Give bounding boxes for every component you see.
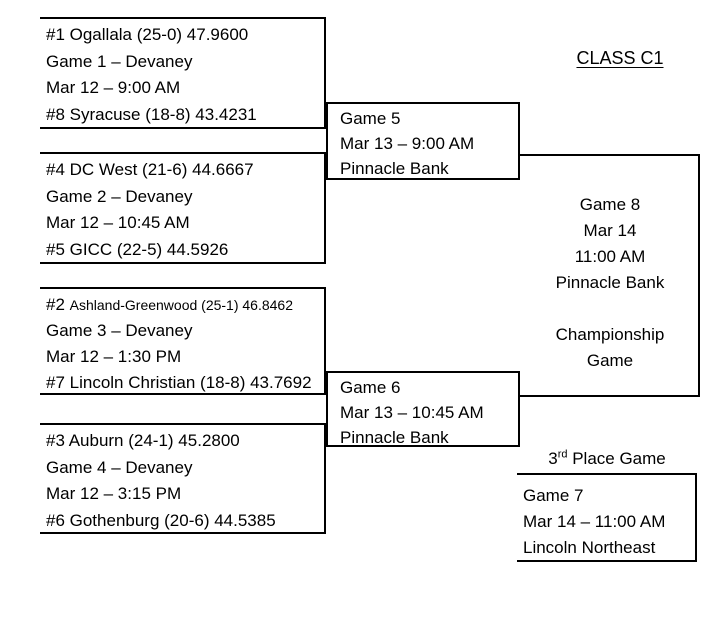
game2-team-top: #4 DC West (21-6) 44.6667: [46, 160, 254, 179]
game1-team-top: #1 Ogallala (25-0) 47.9600: [46, 25, 249, 44]
game6-venue: Pinnacle Bank: [340, 428, 449, 447]
game1-label: Game 1 – Devaney: [46, 51, 193, 71]
game3-team-top-name: Ashland-Greenwood (25-1) 46.8462: [69, 297, 294, 313]
game1-schedule: Mar 12 – 9:00 AM: [46, 78, 181, 97]
game4-label: Game 4 – Devaney: [46, 457, 193, 477]
game8-venue: Pinnacle Bank: [555, 273, 665, 292]
class-heading: CLASS C1: [576, 48, 664, 68]
game3-team-top: #2 Ashland-Greenwood (25-1) 46.8462: [46, 292, 324, 318]
third-place-game7-box: Game 7 Mar 14 – 11:00 AM Lincoln Northea…: [517, 473, 697, 562]
game4-schedule: Mar 12 – 3:15 PM: [46, 484, 182, 503]
matchup-game4-box: #3 Auburn (24-1) 45.2800 Game 4 – Devane…: [40, 423, 326, 534]
game7-title: Game 7: [523, 486, 584, 505]
championship-block: Game 8 Mar 14 11:00 AM Pinnacle Bank Cha…: [520, 192, 700, 374]
game5-title: Game 5: [340, 109, 401, 128]
matchup-game2-box: #4 DC West (21-6) 44.6667 Game 2 – Devan…: [40, 152, 326, 264]
game8-title: Game 8: [579, 195, 641, 214]
spacer: [520, 296, 700, 322]
game3-label: Game 3 – Devaney: [46, 321, 193, 340]
game8-date: Mar 14: [583, 221, 637, 240]
game5-schedule: Mar 13 – 9:00 AM: [340, 134, 475, 153]
game4-team-top: #3 Auburn (24-1) 45.2800: [46, 431, 240, 450]
matchup-game3-box: #2 Ashland-Greenwood (25-1) 46.8462 Game…: [40, 287, 326, 395]
game6-title: Game 6: [340, 378, 401, 397]
game5-venue: Pinnacle Bank: [340, 159, 449, 178]
game4-team-bottom: #6 Gothenburg (20-6) 44.5385: [46, 510, 276, 530]
third-place-ordinal: rd: [557, 448, 568, 461]
third-place-rest: Place Game: [567, 449, 666, 468]
game3-schedule: Mar 12 – 1:30 PM: [46, 347, 182, 366]
third-place-num: 3: [548, 449, 558, 468]
championship-bracket-lines: [520, 154, 700, 397]
game1-team-bottom: #8 Syracuse (18-8) 43.4231: [46, 104, 257, 124]
matchup-game1-box: #1 Ogallala (25-0) 47.9600 Game 1 – Deva…: [40, 17, 326, 129]
semifinal-game5-box: Game 5 Mar 13 – 9:00 AM Pinnacle Bank: [326, 102, 520, 180]
third-place-heading: 3rd Place Game: [517, 449, 697, 469]
game2-schedule: Mar 12 – 10:45 AM: [46, 213, 190, 232]
game6-schedule: Mar 13 – 10:45 AM: [340, 403, 484, 422]
championship-label-line1: Championship: [555, 325, 665, 344]
game3-team-top-seed: #2: [46, 295, 70, 314]
championship-label-line2: Game: [586, 351, 634, 370]
game8-time: 11:00 AM: [574, 247, 646, 266]
game2-label: Game 2 – Devaney: [46, 186, 193, 206]
semifinal-game6-box: Game 6 Mar 13 – 10:45 AM Pinnacle Bank: [326, 371, 520, 447]
game7-venue: Lincoln Northeast: [523, 538, 656, 557]
game2-team-bottom: #5 GICC (22-5) 44.5926: [46, 239, 229, 259]
game7-schedule: Mar 14 – 11:00 AM: [523, 512, 666, 531]
game3-team-bottom: #7 Lincoln Christian (18-8) 43.7692: [46, 373, 312, 392]
